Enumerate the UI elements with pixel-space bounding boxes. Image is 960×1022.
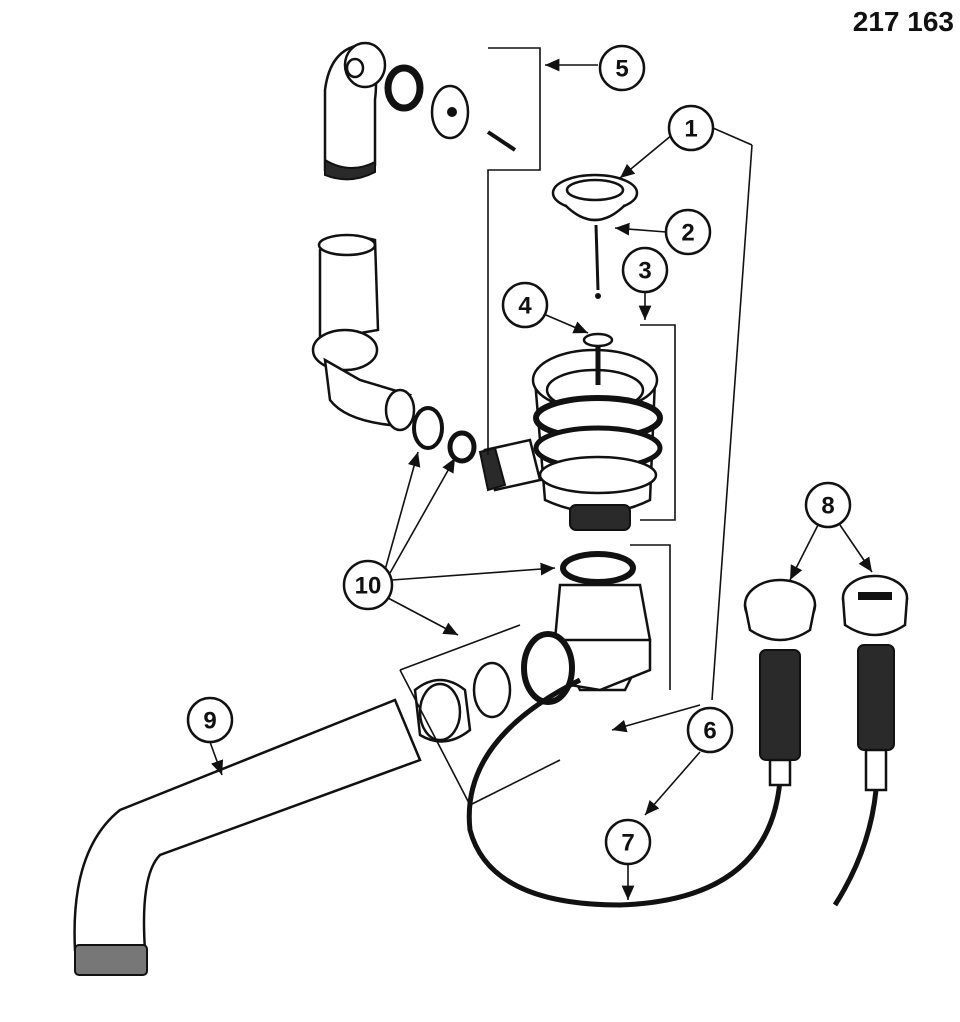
svg-text:10: 10 (355, 573, 382, 600)
callout-10: 10 (342, 559, 394, 611)
svg-text:2: 2 (681, 220, 694, 247)
standpipe (311, 233, 477, 464)
svg-text:3: 3 (638, 258, 651, 285)
operating-cable (466, 677, 783, 908)
drain-pipe (73, 698, 422, 976)
callout-9: 9 (186, 696, 234, 744)
leader-lines (209, 47, 873, 900)
overflow-assembly (323, 41, 517, 181)
callout-4: 4 (501, 281, 549, 329)
callout-7: 7 (604, 818, 652, 866)
svg-text:1: 1 (684, 116, 697, 143)
callout-5: 5 (598, 44, 646, 92)
trap-fittings (413, 551, 652, 743)
callout-2: 2 (664, 208, 712, 256)
callout-8: 8 (804, 481, 852, 529)
remote-control-knob-right (832, 574, 909, 907)
callout-6: 6 (686, 706, 734, 754)
svg-text:4: 4 (518, 293, 532, 320)
svg-text:5: 5 (615, 56, 628, 83)
callout-3: 3 (621, 246, 669, 294)
svg-text:6: 6 (703, 718, 716, 745)
drawing-number: 217 163 (852, 6, 954, 37)
svg-text:7: 7 (621, 830, 634, 857)
svg-text:9: 9 (203, 708, 216, 735)
svg-text:8: 8 (821, 493, 834, 520)
remote-control-knob-left (743, 578, 817, 787)
callout-1: 1 (667, 104, 715, 152)
basket-strainer (551, 173, 639, 299)
drain-body (478, 332, 663, 531)
